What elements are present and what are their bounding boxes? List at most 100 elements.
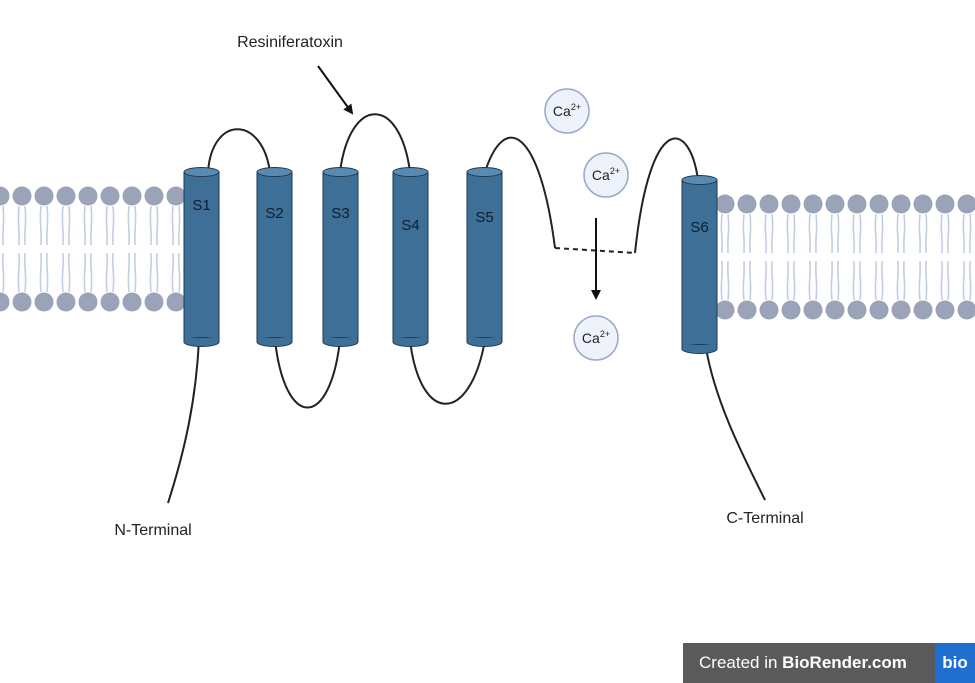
lipid-tail [880, 213, 884, 254]
n-terminal-tail [167, 339, 200, 504]
lipid-head [100, 292, 120, 312]
lipid-tail [105, 252, 109, 293]
lipid-tail [874, 260, 878, 301]
lipid-tail [770, 213, 774, 254]
lipid-tail [852, 213, 856, 254]
lipid-tail [742, 260, 746, 301]
lipid-tail [23, 252, 27, 293]
lipid-tail [127, 252, 131, 293]
lipid-tail [764, 213, 768, 254]
lipid-tail [171, 205, 175, 246]
lipid-head [0, 186, 10, 206]
svg-text:Ca2+: Ca2+ [582, 329, 610, 346]
loop-s1-s2 [207, 128, 271, 173]
helix-s6: S6 [681, 175, 718, 354]
lipid-tail [1, 252, 5, 293]
lipid-head [781, 300, 801, 320]
biorender-badge: Created in BioRender.com bio [683, 643, 975, 683]
lipid-tail [786, 213, 790, 254]
helix-s4: S4 [392, 167, 429, 347]
lipid-tail [836, 260, 840, 301]
c-terminal-tail [705, 347, 766, 501]
lipid-tail [105, 205, 109, 246]
lipid-tail [45, 205, 49, 246]
lipid-tail [83, 205, 87, 246]
lipid-tail [902, 260, 906, 301]
lipid-head [122, 292, 142, 312]
svg-text:Ca2+: Ca2+ [553, 102, 581, 119]
lipid-head [803, 194, 823, 214]
lipid-head [869, 300, 889, 320]
lipid-head [715, 300, 735, 320]
lipid-tail [858, 260, 862, 301]
lipid-bilayer-right [715, 194, 975, 320]
n-terminal-label: N-Terminal [114, 522, 191, 539]
lipid-tail [918, 213, 922, 254]
lipid-head [737, 194, 757, 214]
lipid-head [100, 186, 120, 206]
helix-s2: S2 [256, 167, 293, 347]
helix-s5: S5 [466, 167, 503, 347]
lipid-tail [720, 260, 724, 301]
lipid-bilayer-left [0, 186, 186, 312]
lipid-head [144, 292, 164, 312]
lipid-tail [946, 260, 950, 301]
lipid-tail [940, 260, 944, 301]
lipid-tail [17, 252, 21, 293]
lipid-tail [808, 213, 812, 254]
lipid-tail [127, 205, 131, 246]
lipid-head [935, 194, 955, 214]
lipid-head [869, 194, 889, 214]
toxin-binding-arrow [317, 65, 354, 115]
lipid-head [891, 300, 911, 320]
lipid-tail [924, 213, 928, 254]
lipid-tail [968, 260, 972, 301]
lipid-tail [946, 213, 950, 254]
lipid-tail [968, 213, 972, 254]
lipid-head [78, 186, 98, 206]
lipid-tail [748, 260, 752, 301]
c-terminal-label: C-Terminal [726, 510, 803, 527]
lipid-tail [155, 252, 159, 293]
lipid-tail [23, 205, 27, 246]
lipid-head [825, 194, 845, 214]
lipid-head [913, 194, 933, 214]
lipid-tail [808, 260, 812, 301]
lipid-tail [792, 213, 796, 254]
lipid-head [847, 194, 867, 214]
lipid-head [56, 186, 76, 206]
calcium-ion: Ca2+ [544, 88, 590, 134]
lipid-head [166, 186, 186, 206]
lipid-tail [880, 260, 884, 301]
lipid-tail [39, 252, 43, 293]
segment-label: S2 [265, 205, 283, 222]
toxin-label: Resiniferatoxin [237, 34, 343, 51]
lipid-tail [83, 252, 87, 293]
lipid-tail [830, 213, 834, 254]
lipid-tail [896, 213, 900, 254]
lipid-head [759, 300, 779, 320]
lipid-tail [89, 252, 93, 293]
lipid-tail [792, 260, 796, 301]
segment-label: S5 [475, 209, 493, 226]
lipid-tail [720, 213, 724, 254]
lipid-head [122, 186, 142, 206]
lipid-tail [742, 213, 746, 254]
calcium-ion: Ca2+ [573, 315, 619, 361]
lipid-tail [45, 252, 49, 293]
lipid-tail [830, 260, 834, 301]
lipid-head [957, 300, 975, 320]
lipid-tail [39, 205, 43, 246]
biorender-logo-icon: bio [935, 643, 975, 683]
lipid-tail [111, 252, 115, 293]
loop-pore-s6 [634, 137, 699, 254]
lipid-tail [149, 205, 153, 246]
lipid-tail [874, 213, 878, 254]
lipid-head [78, 292, 98, 312]
helix-s1: S1 [183, 167, 220, 347]
lipid-tail [852, 260, 856, 301]
lipid-tail [962, 260, 966, 301]
lipid-tail [133, 205, 137, 246]
